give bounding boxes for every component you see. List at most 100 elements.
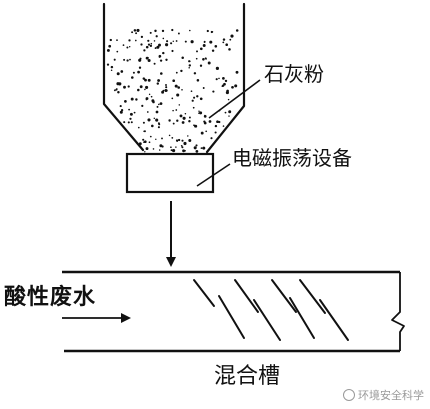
- powder-dot: [146, 56, 149, 59]
- baffle: [319, 299, 349, 341]
- powder-dot: [141, 104, 144, 107]
- powder-dot: [137, 126, 140, 129]
- powder-dot: [158, 149, 161, 151]
- powder-dot: [216, 120, 219, 124]
- vibration-device-label: 电磁振荡设备: [232, 146, 352, 170]
- powder-dot: [175, 71, 178, 74]
- powder-dot: [159, 144, 163, 148]
- powder-dot: [134, 39, 137, 42]
- powder-dot: [191, 99, 194, 102]
- powder-dot: [156, 82, 159, 85]
- powder-dot: [202, 87, 205, 89]
- powder-dot: [140, 35, 144, 39]
- powder-dot: [177, 138, 181, 142]
- powder-dot: [122, 44, 125, 46]
- powder-dot: [137, 70, 140, 74]
- powder-dot: [190, 90, 193, 93]
- powder-dot: [208, 120, 212, 123]
- powder-dot: [161, 137, 163, 140]
- powder-dot: [139, 57, 142, 60]
- powder-dot: [215, 66, 219, 70]
- powder-dot: [165, 43, 169, 47]
- powder-dot: [235, 29, 239, 32]
- powder-dot: [110, 69, 113, 72]
- powder-dot: [154, 47, 157, 50]
- powder-dot: [147, 78, 151, 82]
- powder-dot: [224, 79, 228, 83]
- powder-dot: [234, 84, 238, 88]
- powder-dot: [142, 138, 145, 141]
- powder-dot: [222, 38, 226, 41]
- powder-dot: [143, 49, 146, 52]
- powder-dot: [138, 66, 142, 69]
- powder-dot: [117, 91, 120, 94]
- powder-dot: [168, 119, 171, 122]
- powder-dot: [228, 115, 230, 117]
- powder-dot: [195, 144, 198, 147]
- powder-dot: [130, 121, 133, 124]
- powder-dot: [152, 148, 155, 150]
- powder-dot: [135, 98, 138, 101]
- powder-dot: [188, 116, 191, 119]
- powder-dot: [155, 138, 157, 141]
- hopper-outline: [102, 2, 246, 154]
- powder-dot: [119, 110, 123, 114]
- powder-dot: [228, 48, 231, 51]
- powder-dot: [123, 121, 126, 124]
- powder-dot: [172, 109, 174, 112]
- powder-dot: [159, 102, 163, 105]
- powder-dot: [130, 97, 134, 101]
- powder-dot: [222, 125, 225, 127]
- powder-dot: [202, 44, 206, 47]
- lime-powder-label: 石灰粉: [264, 62, 324, 86]
- powder-dot: [156, 45, 160, 49]
- powder-dot: [159, 59, 163, 62]
- powder-dot: [188, 60, 191, 63]
- powder-dot: [182, 149, 186, 153]
- powder-dot: [214, 131, 217, 134]
- powder-dot: [199, 64, 203, 67]
- powder-dot: [202, 58, 205, 61]
- powder-dot: [190, 40, 194, 44]
- powder-dot: [184, 149, 186, 152]
- powder-dot: [225, 43, 228, 46]
- powder-dot: [229, 38, 232, 41]
- powder-dot: [161, 90, 165, 94]
- powder-dot: [221, 85, 224, 87]
- powder-dot: [177, 86, 181, 89]
- powder-dot: [149, 135, 152, 138]
- powder-dot: [157, 126, 160, 129]
- powder-dot: [154, 29, 157, 33]
- powder-dot: [143, 130, 146, 133]
- powder-dot: [165, 84, 167, 86]
- powder-dot: [116, 72, 120, 76]
- powder-dot: [127, 85, 130, 88]
- channel-break-symbol: [391, 272, 405, 351]
- powder-dot: [158, 103, 160, 106]
- powder-dot: [143, 140, 147, 144]
- powder-dot: [200, 131, 204, 135]
- powder-dot: [147, 118, 151, 122]
- mixing-tank-label: 混合槽: [214, 364, 281, 389]
- baffle: [253, 299, 281, 341]
- powder-dot: [210, 137, 213, 140]
- powder-dot: [145, 147, 149, 151]
- powder-dot: [147, 58, 151, 63]
- powder-dot: [144, 151, 146, 153]
- powder-dot: [205, 130, 208, 133]
- vibrator-box: [125, 152, 215, 194]
- powder-dot: [198, 110, 200, 112]
- powder-dot: [193, 96, 196, 99]
- powder-dot: [145, 45, 149, 49]
- powder-dot: [153, 117, 156, 120]
- powder-dot: [177, 32, 180, 35]
- powder-dot: [211, 31, 214, 33]
- powder-dot: [165, 86, 168, 89]
- lime-powder-fill: [106, 28, 239, 153]
- powder-dot: [182, 116, 186, 120]
- powder-dot: [166, 40, 169, 43]
- powder-dot: [172, 149, 176, 153]
- powder-dot: [183, 141, 187, 146]
